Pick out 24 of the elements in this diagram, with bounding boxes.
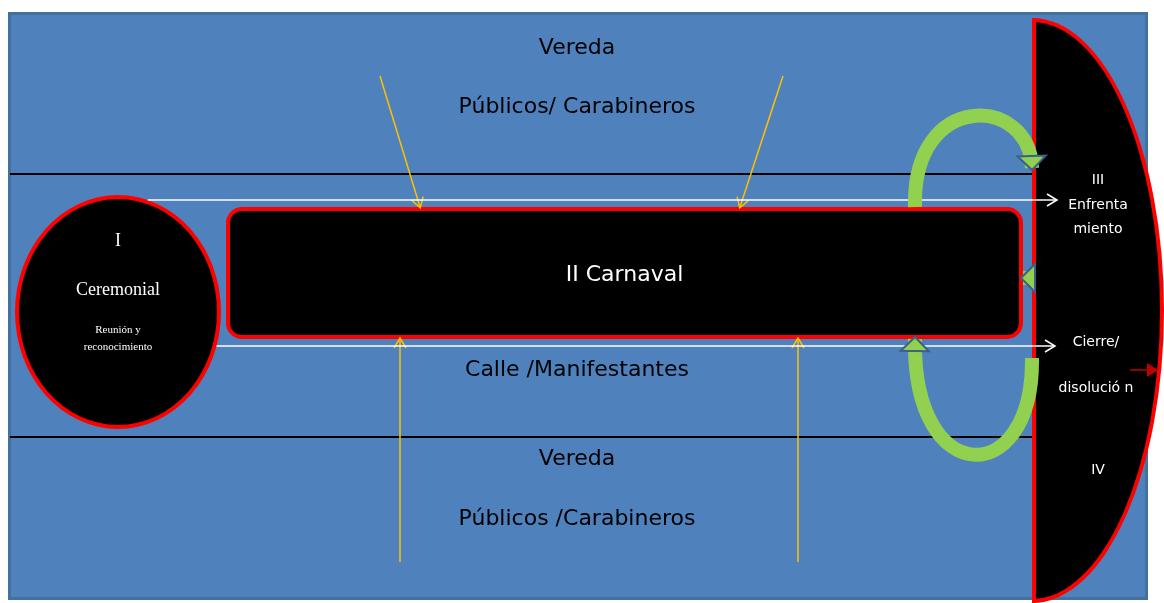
rounded-box <box>226 207 1023 339</box>
arrow <box>736 75 784 209</box>
stage-label: Cierre/ disolució n <box>1058 318 1134 456</box>
block-arrow <box>908 109 1045 208</box>
stage-label: Enfrenta miento <box>1060 192 1136 244</box>
street-label: Calle /Manifestantes <box>465 355 689 383</box>
arrow <box>379 75 424 209</box>
ellipse-text: Ceremonial <box>76 278 160 301</box>
box-title: II Carnaval <box>565 259 684 288</box>
ellipse-text: Reunión y reconocimiento <box>82 322 154 354</box>
arrow <box>215 339 1056 353</box>
block-arrow <box>1020 263 1036 293</box>
street-label: Vereda <box>538 444 616 472</box>
street-label: Públicos/ Carabineros <box>458 92 696 120</box>
arrow <box>393 337 407 563</box>
stage-number: III <box>1090 170 1106 189</box>
ellipse-text: I <box>115 229 121 252</box>
street-label: Vereda <box>538 33 616 61</box>
street-label: Públicos /Carabineros <box>458 504 696 532</box>
arrow <box>1129 363 1158 377</box>
block-arrow <box>900 336 1039 462</box>
arrow <box>147 193 1058 207</box>
stage-number: IV <box>1090 460 1106 479</box>
arrow <box>791 337 805 563</box>
